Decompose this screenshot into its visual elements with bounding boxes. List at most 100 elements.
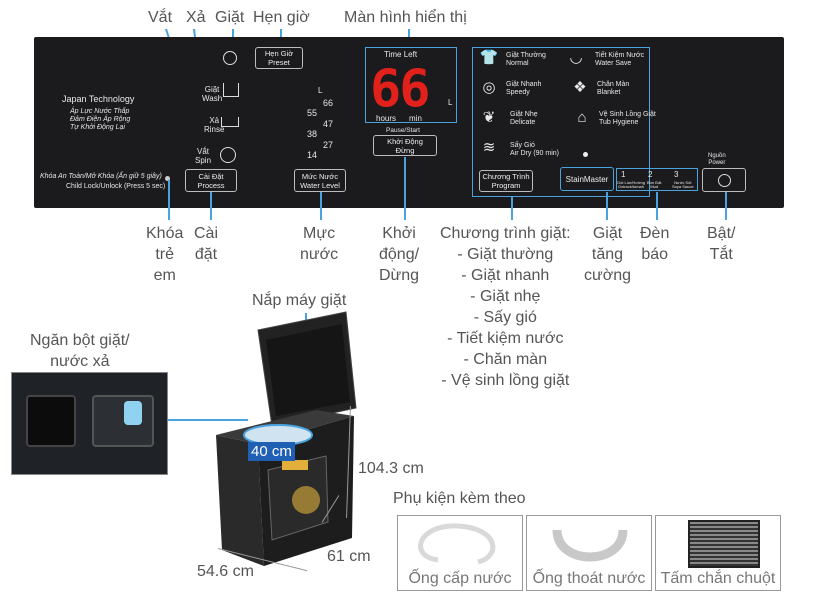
callout-chuong-trinh: Chương trình giặt: - Giặt thường - Giặt … <box>440 225 571 389</box>
label-width: 54.6 cm <box>197 563 254 580</box>
accessories-title: Phụ kiện kèm theo <box>393 490 526 507</box>
display-unit: L <box>448 98 453 107</box>
stainmaster-button[interactable]: StainMaster <box>560 167 614 191</box>
label-giat: Giặt <box>215 9 245 26</box>
callout-khoi-dong: Khởi động/ Dừng <box>379 225 420 284</box>
accessory-drain-hose: Ống thoát nước <box>526 515 652 591</box>
child-lock-dot <box>165 176 170 181</box>
callout-den-bao: Đèn báo <box>640 225 670 263</box>
pointer-ngan-bot <box>168 419 248 421</box>
label-xa: Xả <box>186 9 206 26</box>
shirt-icon: 👕 <box>479 49 499 66</box>
accessory-mouse-guard: Tấm chắn chuột <box>655 515 781 591</box>
brand-title: Japan Technology <box>62 94 135 104</box>
water-level-unit: L <box>318 86 323 95</box>
accessory-label: Tấm chắn chuột <box>660 570 776 587</box>
water-level-value: 47 <box>323 119 334 129</box>
pointer-den-bao <box>656 192 658 220</box>
display-screen <box>365 47 457 123</box>
pointer-stainmaster <box>606 192 608 220</box>
water-save-icon: ◡ <box>569 49 583 66</box>
drain-hose-icon <box>552 529 628 562</box>
water-level-value: 66 <box>323 98 334 108</box>
brand-line: Tự Khởi Động Lại <box>70 124 125 131</box>
indicator-num: 1 <box>621 170 626 179</box>
power-button[interactable] <box>702 168 746 192</box>
stainmaster-led <box>583 152 588 157</box>
child-lock-label: Khóa An Toàn/Mở Khóa (Ấn giữ 5 giây) <box>40 173 162 180</box>
pointer-bat-tat <box>725 192 727 220</box>
min-label: min <box>409 114 422 123</box>
power-icon <box>717 173 731 187</box>
hours-label: hours <box>376 114 397 123</box>
accessory-label: Ống cấp nước <box>408 570 512 587</box>
child-lock-label-en: Child Lock/Unlock (Press 5 sec) <box>66 183 166 190</box>
wash-icon <box>223 83 239 97</box>
pointer-khoa <box>168 180 170 220</box>
label-nap-may: Nắp máy giặt <box>252 292 347 309</box>
rinse-icon <box>221 117 239 127</box>
label-ngan-bot: Ngăn bột giặt/ nước xả <box>30 332 130 370</box>
pointer-cai-dat <box>210 192 212 220</box>
water-level-value: 38 <box>307 129 318 139</box>
callout-bat-tat: Bật/ Tắt <box>707 225 736 263</box>
pointer-chuong-trinh <box>511 197 513 220</box>
label-vat: Vắt <box>148 9 173 26</box>
label-man-hinh: Màn hình hiển thị <box>344 9 467 26</box>
spin-icon <box>220 147 236 163</box>
pointer-khoi-dong <box>404 157 406 220</box>
pointer-muc-nuoc <box>320 192 322 220</box>
program-list <box>472 47 650 197</box>
indicator-num: 2 <box>648 170 653 179</box>
brand-line: Áp Lực Nước Thấp <box>70 108 130 115</box>
label-diameter: 40 cm <box>248 442 295 461</box>
inlet-hose-icon <box>418 523 496 565</box>
label-hen-gio: Hẹn giờ <box>253 9 310 26</box>
speedy-icon: ◎ <box>482 79 496 96</box>
water-level-value: 14 <box>307 150 318 160</box>
callout-khoa-tre-em: Khóa trẻ em <box>146 225 184 284</box>
label-height: 104.3 cm <box>358 460 424 477</box>
water-level-value: 55 <box>307 108 318 118</box>
detergent-drawer-inset <box>11 372 168 475</box>
tub-hygiene-icon: ⌂ <box>577 109 587 126</box>
label-depth: 61 cm <box>327 548 371 565</box>
indicator-lights <box>616 168 698 191</box>
time-left-label: Time Left <box>384 50 418 59</box>
callout-muc-nuoc: Mực nước <box>300 225 339 263</box>
pause-start-label: Pause/Start <box>386 127 420 134</box>
air-dry-icon: ≋ <box>482 139 496 156</box>
accessory-inlet-hose: Ống cấp nước <box>397 515 523 591</box>
indicator-num: 3 <box>674 170 679 179</box>
control-panel: Japan Technology Áp Lực Nước Thấp Đảm Đi… <box>34 37 784 208</box>
callout-giat-tang-cuong: Giặt tăng cường <box>584 225 631 284</box>
softener-cup <box>124 401 142 425</box>
brand-line: Đảm Điện Áp Rộng <box>70 116 131 123</box>
mesh-guard-icon <box>688 520 760 568</box>
timer-icon <box>223 51 237 65</box>
accessory-label: Ống thoát nước <box>532 570 646 587</box>
callout-cai-dat: Cài đặt <box>194 225 219 263</box>
delicate-icon: ❦ <box>482 109 496 126</box>
water-level-value: 27 <box>323 140 334 150</box>
display-digits: 66 <box>370 59 431 119</box>
